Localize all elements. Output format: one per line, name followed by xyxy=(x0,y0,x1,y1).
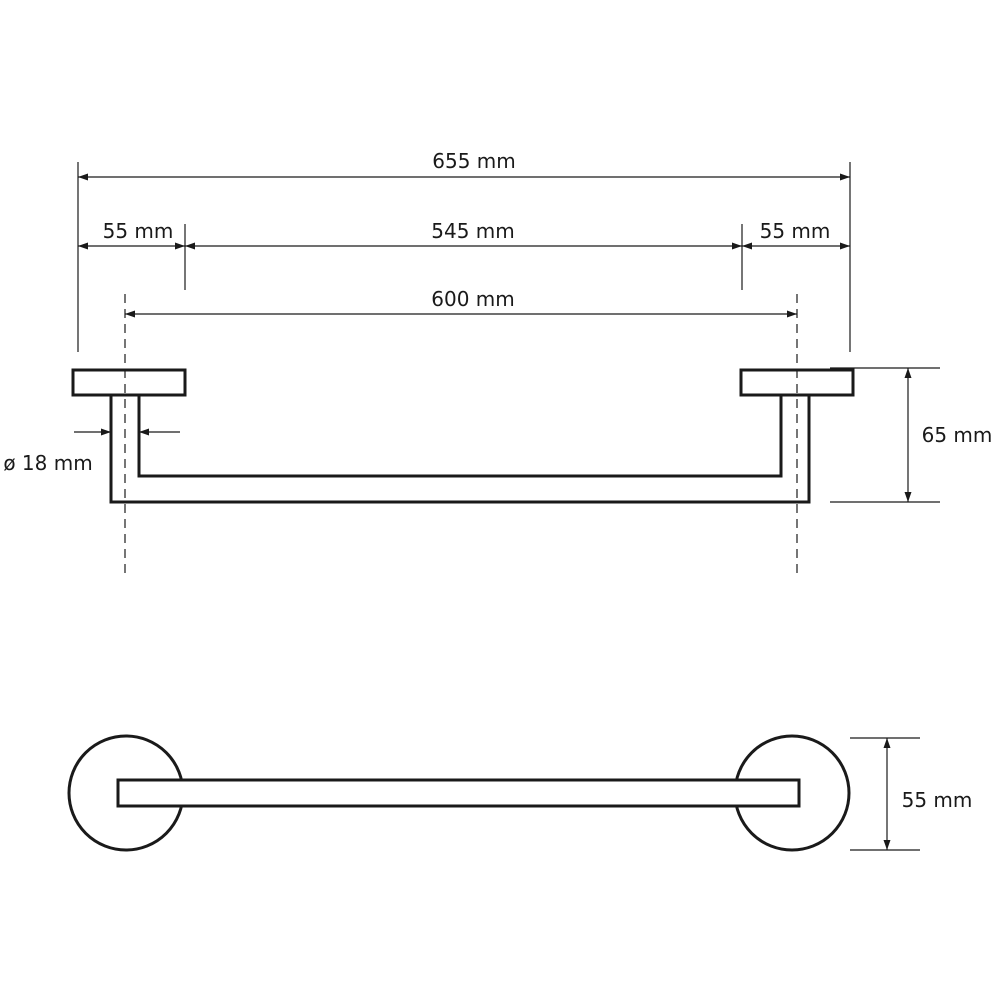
label-overall-width: 655 mm xyxy=(432,149,516,173)
label-tube-diameter: ø 18 mm xyxy=(3,451,92,475)
left-wall-mount xyxy=(71,368,187,397)
top-view: 55 mm xyxy=(67,734,973,852)
label-rosette-diameter: 55 mm xyxy=(902,788,973,812)
label-inner-span: 545 mm xyxy=(431,219,515,243)
label-height: 65 mm xyxy=(922,423,993,447)
label-right-offset: 55 mm xyxy=(760,219,831,243)
label-center-distance: 600 mm xyxy=(431,287,515,311)
bar-top xyxy=(116,778,801,808)
bar-outline xyxy=(109,392,811,504)
front-view: 655 mm 55 mm 545 mm 55 mm 600 mm 65 mm ø… xyxy=(3,149,992,575)
label-left-offset: 55 mm xyxy=(103,219,174,243)
